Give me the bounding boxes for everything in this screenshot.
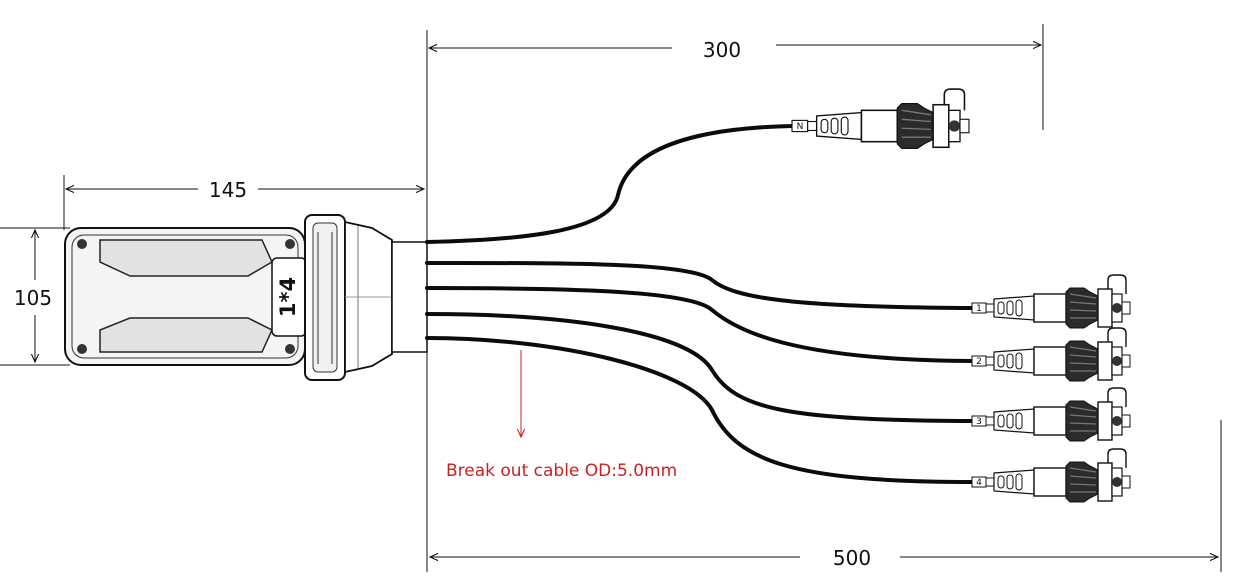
dimension-body-height: 105	[0, 227, 70, 366]
cable-top	[425, 124, 795, 244]
connector-1: 1	[971, 274, 1131, 329]
port-label-3: 3	[976, 417, 982, 427]
dimension-bottom: 500	[426, 340, 1222, 572]
port-label-top: N	[797, 122, 804, 132]
connector-top: N	[791, 88, 970, 150]
port-label-4: 4	[976, 478, 982, 488]
connector-3: 3	[971, 387, 1131, 442]
connector-2: 2	[971, 327, 1131, 382]
dimension-top: 300	[426, 24, 1044, 250]
splitter-ratio-label: 1*4	[276, 277, 300, 317]
port-label-1: 1	[976, 304, 982, 314]
cable-od-note: Break out cable OD:5.0mm	[446, 461, 677, 481]
cable-1	[425, 260, 974, 310]
cable-od-annotation: Break out cable OD:5.0mm	[446, 350, 677, 481]
cable-4	[425, 336, 974, 484]
port-label-2: 2	[976, 357, 982, 367]
splitter-body: 1*4	[64, 214, 428, 381]
cables	[425, 124, 974, 484]
cable-2	[425, 286, 974, 363]
dimension-105-label: 105	[14, 286, 52, 310]
dimension-300-label: 300	[703, 38, 741, 62]
dimension-body-length: 145	[63, 175, 424, 230]
cable-3	[425, 312, 974, 423]
connector-4: 4	[971, 448, 1131, 503]
dimension-145-label: 145	[209, 178, 247, 202]
dimension-500-label: 500	[833, 546, 871, 570]
